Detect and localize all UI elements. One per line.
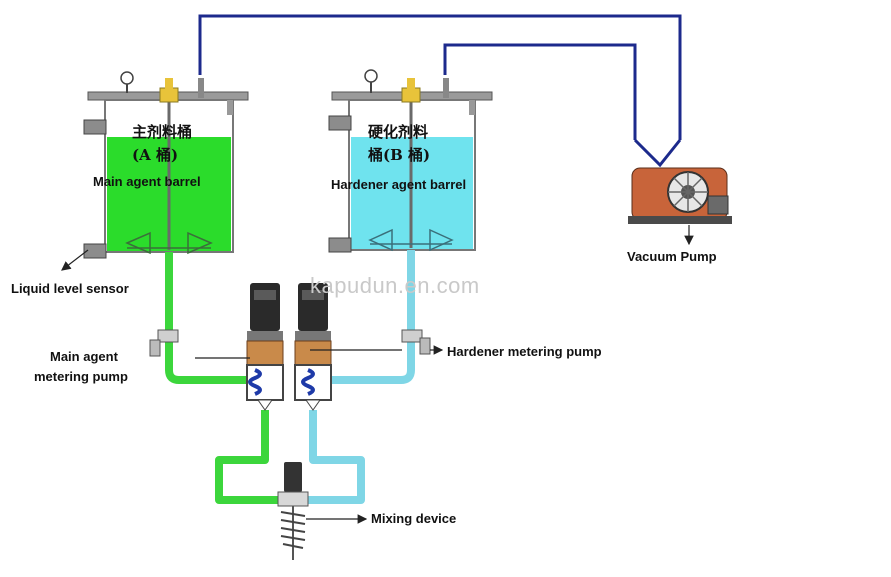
hardener-valve bbox=[401, 329, 431, 355]
vacuum-pump bbox=[628, 167, 732, 224]
hardener-metering-pump bbox=[294, 283, 332, 411]
main-agent-barrel-label: Main agent barrel bbox=[93, 174, 201, 189]
main-agent-metering-pump-label-line1: Main agent bbox=[50, 349, 118, 364]
main-tank-chinese-label-line1: 主剂料桶 bbox=[132, 123, 193, 141]
liquid-level-sensor-label: Liquid level sensor bbox=[11, 281, 129, 296]
vacuum-pump-label: Vacuum Pump bbox=[627, 249, 717, 264]
pointer-lines bbox=[61, 225, 694, 524]
main-agent-pipe bbox=[165, 252, 278, 504]
hardener-agent-barrel-label: Hardener agent barrel bbox=[331, 177, 467, 192]
hardener-tank-chinese-label-line1: 硬化剂料 bbox=[368, 123, 429, 141]
hardener-agent-pipe bbox=[300, 250, 415, 504]
hardener-metering-pump-label: Hardener metering pump bbox=[447, 344, 602, 359]
watermark: kapudun.en.com bbox=[310, 273, 480, 298]
main-agent-metering-pump-label-line2: metering pump bbox=[34, 369, 128, 384]
hardener-agent-barrel bbox=[328, 69, 493, 253]
vacuum-line bbox=[198, 14, 682, 168]
mixing-device bbox=[277, 462, 309, 560]
main-valve bbox=[149, 329, 179, 357]
main-tank-chinese-label-line2: (A 桶) bbox=[132, 146, 179, 164]
main-agent-barrel bbox=[83, 71, 249, 259]
mixing-device-label: Mixing device bbox=[371, 511, 457, 526]
hardener-tank-chinese-label-line2: 桶(B 桶) bbox=[368, 146, 431, 164]
main-agent-metering-pump bbox=[246, 283, 284, 411]
